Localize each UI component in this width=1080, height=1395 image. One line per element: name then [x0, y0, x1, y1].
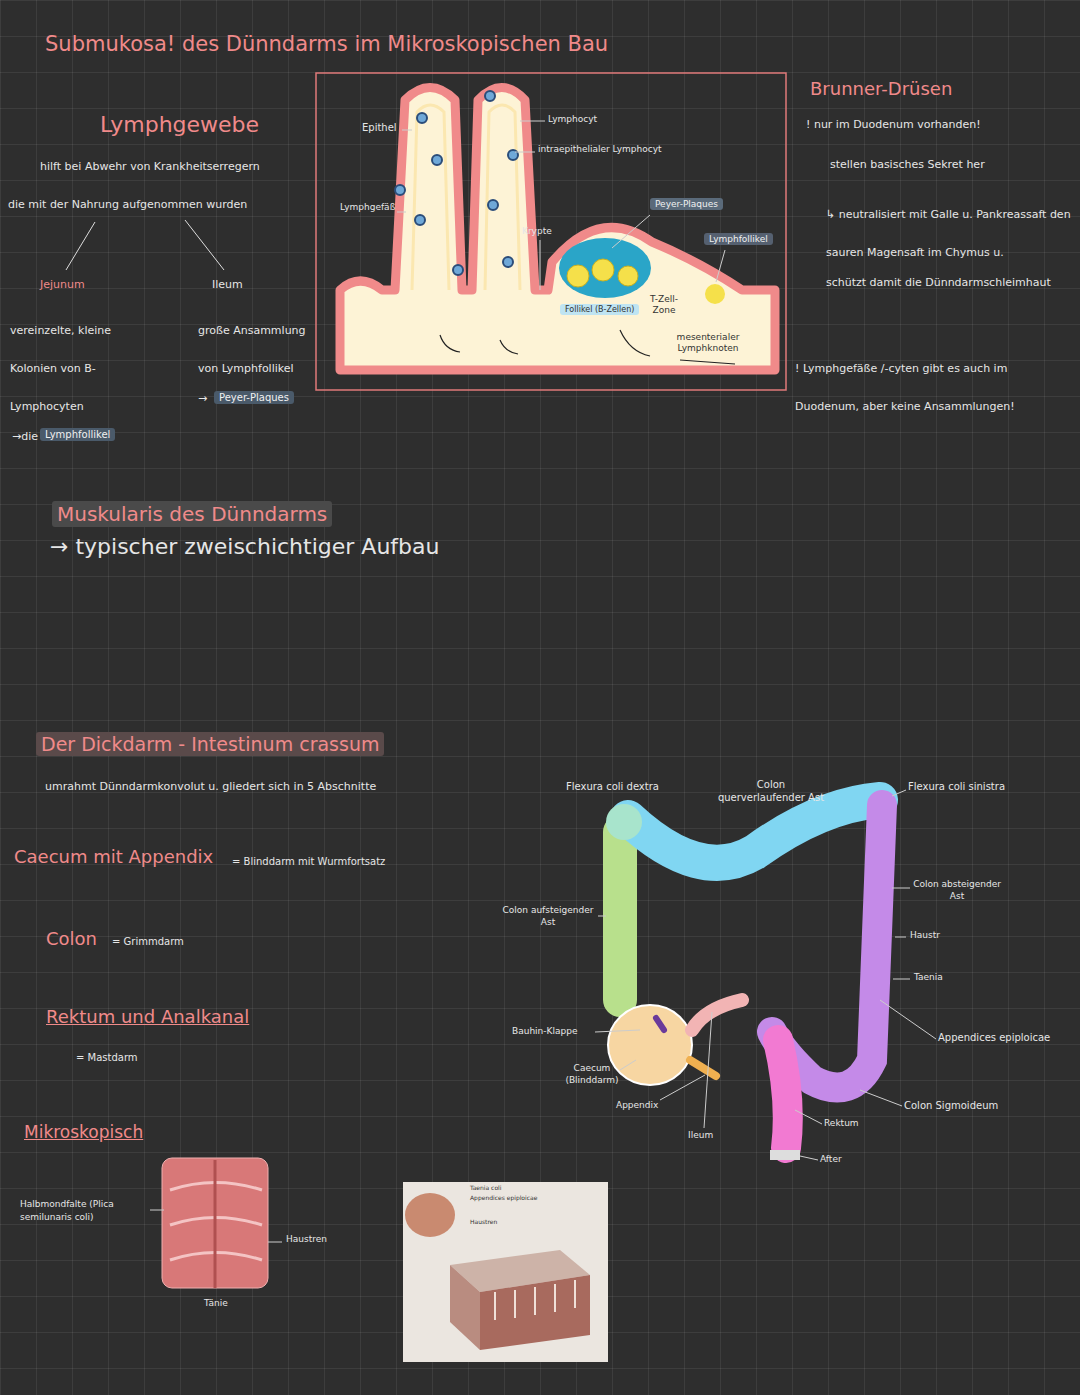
label-text: ↳ neutralisiert mit Galle u. Pankreassaf… — [826, 196, 1076, 272]
label-text: Bauhin-Klappe — [512, 1026, 577, 1036]
label-text: → — [198, 392, 207, 405]
label-text: Halbmondfalte (Plica semilunaris coli) — [20, 1198, 150, 1224]
label-text: schützt damit die Dünndarmschleimhaut — [826, 276, 1051, 289]
label-text: Mikroskopisch — [24, 1122, 143, 1142]
colon-leaders — [595, 790, 936, 1160]
label-text: →die — [12, 430, 38, 443]
label-text: → typischer zweischichtiger Aufbau — [50, 534, 439, 559]
label-text: Appendices epiploicae — [938, 1032, 1050, 1043]
histology-photo — [480, 1275, 590, 1350]
label-text: intraepithelialer Lymphocyt — [538, 144, 662, 154]
label-text: umrahmt Dünndarmkonvolut u. gliedert sic… — [45, 780, 376, 793]
histology-photo — [450, 1265, 480, 1350]
label-text: T-Zell-Zone — [640, 294, 688, 316]
label-text: Flexura coli sinistra — [908, 781, 1005, 792]
leader-line — [150, 1210, 164, 1211]
histology-photo — [405, 1193, 455, 1237]
label-text: ! Lymphgefäße /-cyten gibt es auch im Du… — [795, 350, 1040, 426]
label-text: vereinzelte, kleine Kolonien von B-Lymph… — [10, 312, 135, 426]
lacteal — [412, 105, 520, 290]
label-text: Tänie — [204, 1298, 228, 1308]
label-text: Lymphocyt — [548, 114, 597, 124]
lymph-follicle — [705, 284, 725, 304]
highlight-text: Follikel (B-Zellen) — [565, 305, 634, 314]
label-text: = Grimmdarm — [112, 936, 184, 947]
label-text: mesenterialer Lymphknoten — [668, 332, 748, 354]
label-text: Lymphgefäß — [340, 202, 395, 212]
label-text: Flexura coli dextra — [566, 781, 659, 792]
colon-segment — [162, 1158, 268, 1288]
lymphocytes — [395, 91, 518, 275]
label-text: Caecum mit Appendix — [14, 846, 213, 867]
figure-frame — [316, 73, 786, 390]
label-text: ! nur im Duodenum vorhanden! — [806, 118, 981, 131]
label-text: = Mastdarm — [76, 1052, 138, 1063]
branch-line — [185, 220, 224, 270]
label-text: hilft bei Abwehr von Krankheitserregern — [40, 160, 260, 173]
label-text: stellen basisches Sekret her — [830, 158, 985, 171]
highlight-text: Lymphfollikel — [45, 429, 110, 440]
label-text: Caecum (Blinddarm) — [560, 1062, 624, 1086]
peyer-dome — [559, 238, 651, 298]
highlight-text: Lymphfollikel — [709, 234, 768, 244]
label-text: Krypte — [522, 226, 552, 236]
highlight-box: Peyer-Plaques — [650, 198, 723, 210]
label-text: Haustren — [470, 1218, 497, 1225]
label-text: Brunner-Drüsen — [810, 78, 952, 99]
colon-figure — [606, 800, 882, 1160]
label-text: Taenia coli — [470, 1184, 501, 1191]
highlight-text: Peyer-Plaques — [219, 392, 289, 403]
highlight-box: Lymphfollikel — [40, 428, 115, 441]
label-text: große Ansammlung von Lymphfollikel — [198, 312, 323, 388]
label-text: Appendices epiploicae — [470, 1194, 537, 1201]
histology-photo — [495, 1280, 575, 1320]
label-text: Colon querverlaufender Ast — [716, 778, 826, 804]
villi-tissue — [340, 88, 775, 371]
highlight-text: Peyer-Plaques — [655, 199, 718, 209]
label-text: Colon — [46, 928, 97, 949]
leader-lines — [397, 121, 725, 290]
highlight-box: Der Dickdarm - Intestinum crassum — [36, 732, 384, 756]
label-text: Haustren — [286, 1234, 327, 1244]
page-title: Submukosa! des Dünndarms im Mikroskopisc… — [45, 32, 608, 56]
label-text: die mit der Nahrung aufgenommen wurden — [8, 198, 247, 211]
label-text: Colon absteigender Ast — [912, 878, 1002, 902]
label-text: = Blinddarm mit Wurmfortsatz — [232, 856, 385, 867]
label-text: Ileum — [688, 1130, 713, 1140]
highlight-box: Follikel (B-Zellen) — [560, 304, 639, 315]
branch-line — [66, 222, 95, 270]
label-text: Haustr — [910, 930, 940, 940]
label-text: Taenia — [914, 972, 943, 982]
label-text: Lymphgewebe — [100, 112, 259, 137]
semilunar-folds — [170, 1160, 262, 1288]
label-text: Colon aufsteigender Ast — [500, 904, 596, 928]
label-text: Ileum — [212, 278, 243, 291]
label-text: Epithel — [362, 122, 397, 133]
highlight-text: Muskularis des Dünndarms — [57, 502, 327, 526]
highlight-text: Der Dickdarm - Intestinum crassum — [41, 733, 379, 755]
label-text: Colon Sigmoideum — [904, 1100, 998, 1111]
label-text: Rektum und Analkanal — [46, 1006, 249, 1027]
highlight-box: Lymphfollikel — [704, 233, 773, 245]
follicles — [567, 259, 638, 287]
label-text: After — [820, 1154, 842, 1164]
label-text: Jejunum — [40, 278, 85, 291]
highlight-box: Muskularis des Dünndarms — [52, 501, 332, 527]
histology-photo — [403, 1182, 608, 1362]
label-text: Appendix — [616, 1100, 658, 1110]
highlight-box: Peyer-Plaques — [214, 391, 294, 404]
label-text: Rektum — [824, 1118, 859, 1128]
leader-line — [268, 1242, 282, 1243]
